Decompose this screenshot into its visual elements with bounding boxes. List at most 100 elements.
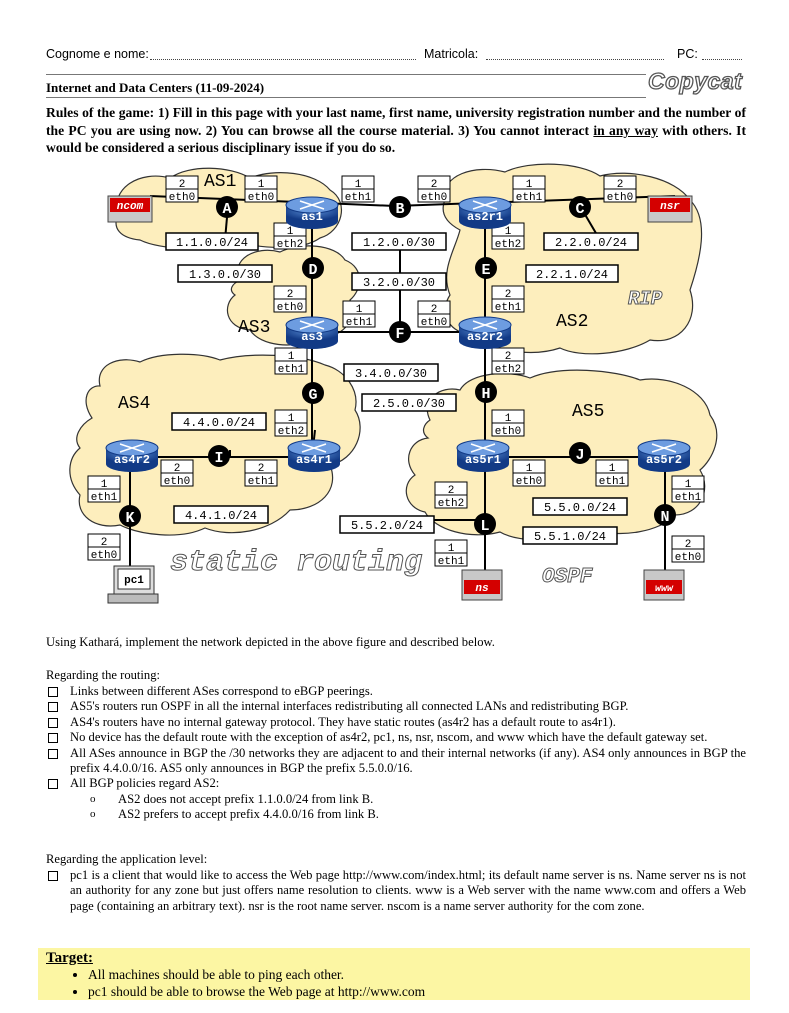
subnet-h: 2.5.0.0/30 (361, 393, 457, 412)
svg-text:eth0: eth0 (421, 317, 447, 329)
svg-text:1: 1 (448, 543, 455, 555)
cd-c: C (569, 196, 591, 218)
pc-field[interactable] (702, 59, 742, 60)
name-field[interactable] (150, 59, 416, 60)
router-as4r1: as4r1 (287, 439, 341, 472)
application-list: pc1 is a client that would like to acces… (46, 868, 746, 914)
svg-text:1: 1 (258, 179, 265, 191)
as2-label: AS2 (556, 312, 588, 332)
copycat-logo: Copycat (647, 67, 743, 94)
svg-text:nsr: nsr (660, 201, 680, 213)
svg-text:K: K (125, 510, 134, 527)
cd-e: E (475, 257, 497, 279)
svg-text:2.2.0.0/24: 2.2.0.0/24 (555, 236, 627, 250)
svg-text:as1: as1 (301, 210, 323, 224)
cd-h: H (475, 381, 497, 403)
svg-text:4.4.1.0/24: 4.4.1.0/24 (185, 509, 257, 523)
rules-text-2: with others. It would be considered a se… (46, 122, 746, 156)
svg-text:pc1: pc1 (124, 575, 144, 587)
policy-item: AS2 does not accept prefix 1.1.0.0/24 fr… (46, 792, 746, 808)
svg-text:www: www (655, 584, 674, 595)
server-ns: ns (461, 569, 503, 601)
svg-text:J: J (575, 447, 584, 464)
as1-label: AS1 (204, 172, 236, 192)
subnet-c: 2.2.0.0/24 (543, 232, 639, 251)
svg-text:1: 1 (505, 226, 512, 238)
svg-text:N: N (660, 509, 669, 526)
svg-text:1.1.0.0/24: 1.1.0.0/24 (176, 236, 248, 250)
svg-text:2: 2 (505, 289, 512, 301)
svg-text:eth1: eth1 (599, 476, 626, 488)
svg-text:5.5.0.0/24: 5.5.0.0/24 (544, 501, 616, 515)
svg-text:ns: ns (475, 583, 489, 595)
router-as5r2: as5r2 (637, 439, 691, 472)
svg-text:1: 1 (526, 463, 533, 475)
svg-text:eth0: eth0 (516, 476, 542, 488)
svg-text:eth1: eth1 (438, 556, 465, 568)
svg-text:eth0: eth0 (607, 192, 633, 204)
svg-text:1.2.0.0/30: 1.2.0.0/30 (363, 236, 435, 250)
svg-text:F: F (395, 326, 404, 343)
svg-text:2: 2 (287, 289, 294, 301)
svg-text:eth1: eth1 (278, 364, 305, 376)
svg-text:2.5.0.0/30: 2.5.0.0/30 (373, 397, 445, 411)
svg-text:2: 2 (448, 485, 455, 497)
as5-label: AS5 (572, 402, 604, 422)
svg-text:1.3.0.0/30: 1.3.0.0/30 (189, 268, 261, 282)
svg-text:eth2: eth2 (278, 426, 304, 438)
application-item: pc1 is a client that would like to acces… (46, 868, 746, 914)
subnet-k: 4.4.1.0/24 (173, 505, 269, 524)
subnet-i: 4.4.0.0/24 (171, 412, 267, 431)
svg-text:1: 1 (355, 179, 362, 191)
matricola-label: Matricola: (424, 47, 479, 61)
svg-text:C: C (575, 201, 584, 218)
svg-text:eth0: eth0 (248, 192, 274, 204)
svg-text:1: 1 (526, 179, 533, 191)
svg-text:eth1: eth1 (91, 492, 118, 504)
svg-text:2.2.1.0/24: 2.2.1.0/24 (536, 268, 608, 282)
rules-paragraph: Rules of the game: 1) Fill in this page … (46, 104, 746, 157)
svg-text:2: 2 (101, 537, 108, 549)
routing-item: AS5's routers run OSPF in all the intern… (46, 699, 746, 714)
router-as1: as1 (285, 196, 339, 229)
as4-label: AS4 (118, 394, 150, 414)
svg-text:E: E (481, 262, 490, 279)
cd-l: L (474, 513, 496, 535)
svg-text:as2r2: as2r2 (467, 330, 503, 344)
server-ncom: ncom (107, 195, 153, 223)
svg-text:as4r1: as4r1 (296, 453, 332, 467)
svg-text:eth1: eth1 (346, 317, 373, 329)
svg-text:eth1: eth1 (675, 492, 702, 504)
routing-item: All BGP policies regard AS2: (46, 776, 746, 791)
svg-text:eth0: eth0 (91, 550, 117, 562)
svg-text:eth2: eth2 (495, 239, 521, 251)
matricola-field[interactable] (486, 59, 664, 60)
subnet-e: 2.2.1.0/24 (525, 264, 619, 283)
routing-list: Links between different ASes correspond … (46, 684, 746, 823)
svg-text:2: 2 (685, 539, 692, 551)
svg-text:eth0: eth0 (164, 476, 190, 488)
pc-label: PC: (677, 47, 698, 61)
router-as5r1: as5r1 (456, 439, 510, 472)
cd-i: I (208, 445, 230, 467)
cd-n: N (654, 504, 676, 526)
svg-text:eth2: eth2 (438, 498, 464, 510)
cd-g: G (302, 382, 324, 404)
cd-a: A (216, 196, 238, 218)
svg-text:eth0: eth0 (277, 302, 303, 314)
svg-text:eth0: eth0 (421, 192, 447, 204)
svg-text:2: 2 (505, 351, 512, 363)
